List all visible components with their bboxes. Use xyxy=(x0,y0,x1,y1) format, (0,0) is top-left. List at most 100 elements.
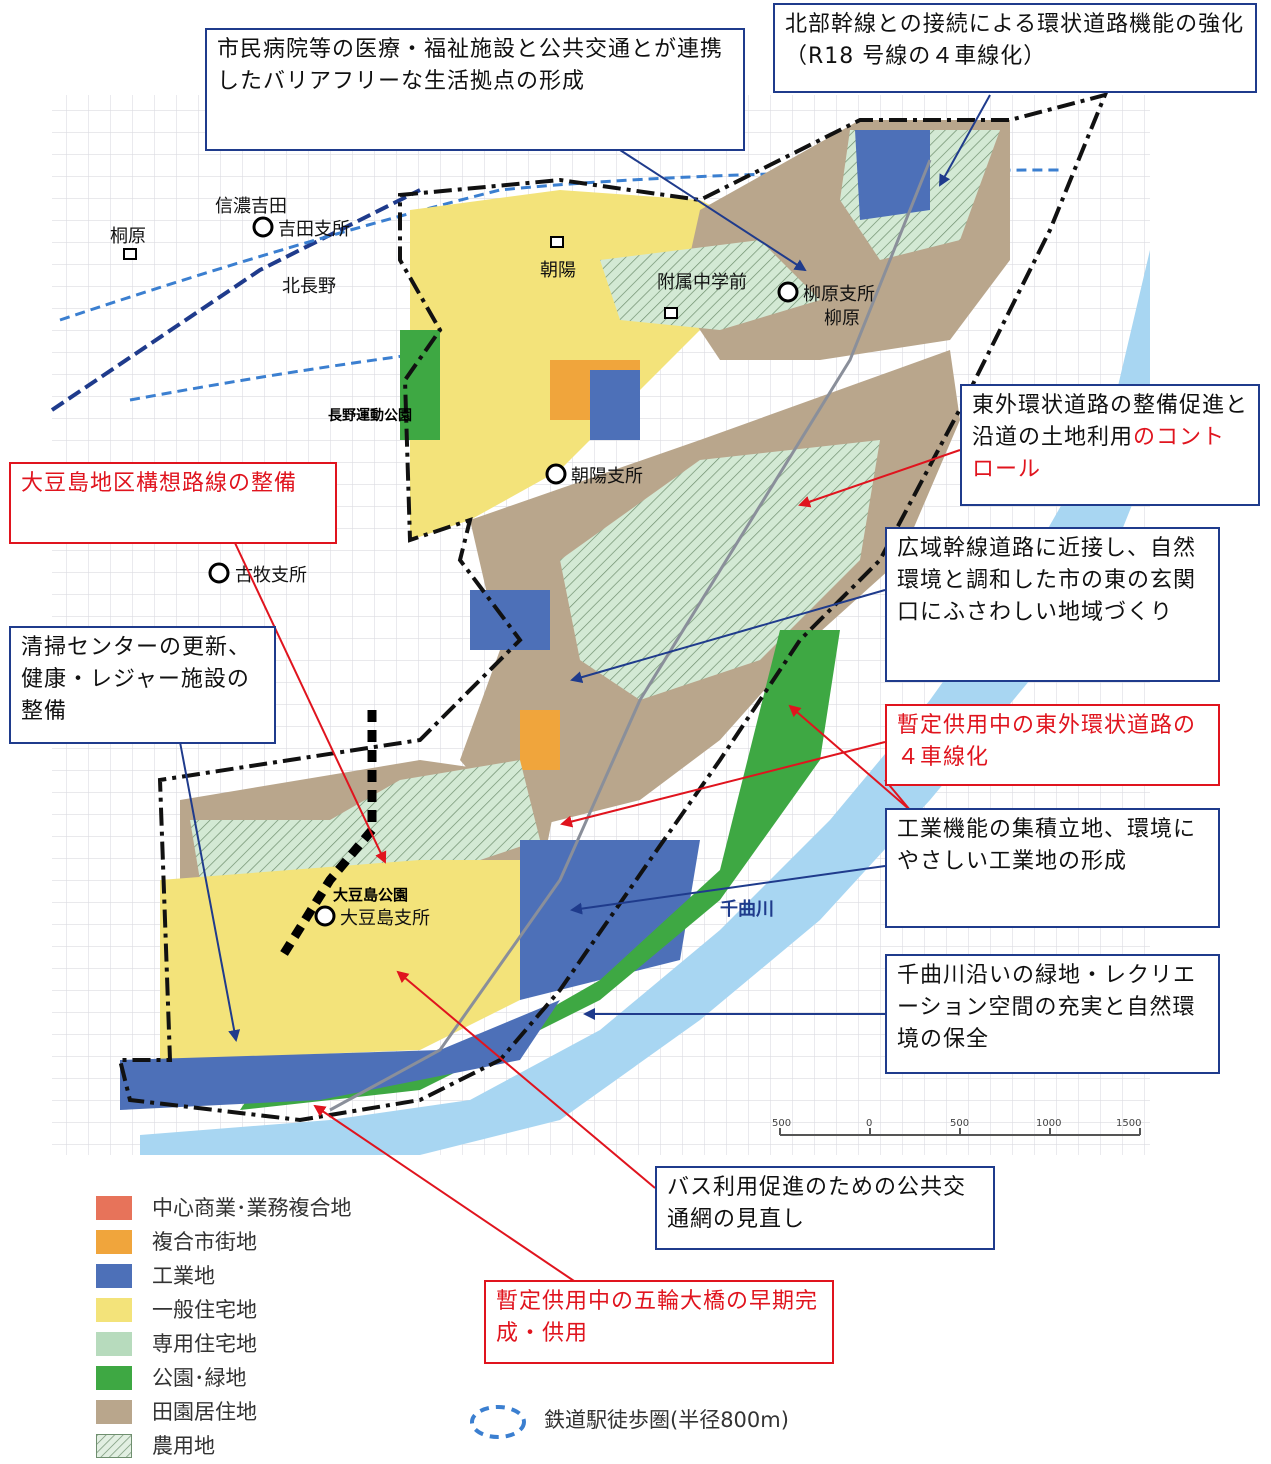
callout-gorin-bridge: 暫定供用中の五輪大橋の早期完成・供用 xyxy=(484,1280,834,1364)
district-farm-mid xyxy=(600,240,820,330)
leader-north xyxy=(939,94,991,187)
legend-label: 鉄道駅徒歩圏(半径800m) xyxy=(544,1408,789,1432)
legend-label: 工業地 xyxy=(152,1264,215,1288)
callout-text: 東外環状道路の整備促進と沿道の土地利用 xyxy=(972,393,1249,450)
legend-item: 工業地 xyxy=(96,1260,456,1294)
callout-east-ring-road: 東外環状道路の整備促進と沿道の土地利用のコントロール xyxy=(960,384,1260,506)
district-industrial-mid xyxy=(590,370,640,440)
legend-item: 田園居住地 xyxy=(96,1396,456,1430)
leader-industry xyxy=(570,865,886,915)
svg-text:1000: 1000 xyxy=(1036,1118,1061,1129)
legend-swatch-hatch xyxy=(96,1434,132,1458)
district-industrial-north xyxy=(855,130,930,220)
legend-label: 中心商業･業務複合地 xyxy=(152,1196,352,1220)
leader-wide xyxy=(570,589,886,684)
district-green-river xyxy=(240,630,840,1110)
leader-bus xyxy=(396,970,656,1189)
legend-label: 専用住宅地 xyxy=(152,1332,257,1356)
callout-industry: 工業機能の集積立地、環境にやさしい工業地の形成 xyxy=(885,808,1220,928)
planned-route xyxy=(276,710,377,963)
legend-swatch xyxy=(96,1264,132,1288)
leader-oomameshima xyxy=(234,542,387,864)
walk-circle-2 xyxy=(129,328,641,402)
district-mixed-south xyxy=(520,710,560,770)
label-chikuma-river: 千曲川 xyxy=(720,899,774,920)
station-marker xyxy=(123,248,137,260)
leader-lines xyxy=(179,94,991,1286)
legend-item: 中心商業･業務複合地 xyxy=(96,1192,456,1226)
label-oomameshima-branch: 大豆島支所 xyxy=(340,908,430,929)
svg-text:500: 500 xyxy=(950,1118,969,1129)
callout-text: 清掃センターの更新、健康・レジャー施設の整備 xyxy=(21,635,252,724)
leader-temporary-2 xyxy=(788,704,911,811)
legend-label: 田園居住地 xyxy=(152,1400,257,1424)
label-asahi: 朝陽 xyxy=(540,260,576,281)
callout-cleaning-center: 清掃センターの更新、健康・レジャー施設の整備 xyxy=(9,626,276,744)
label-yanagihara-branch: 柳原支所 xyxy=(803,284,875,305)
legend-swatch xyxy=(96,1298,132,1322)
district-industrial-west xyxy=(470,590,550,650)
legend: 中心商業･業務複合地 複合市街地 工業地 一般住宅地 専用住宅地 公園･緑地 田… xyxy=(96,1192,456,1464)
label-oomameshima-park: 大豆島公園 xyxy=(333,886,408,904)
legend-swatch xyxy=(96,1366,132,1390)
callout-text: バス利用促進のための公共交通網の見直し xyxy=(667,1175,967,1232)
label-kirihara: 桐原 xyxy=(110,226,146,247)
legend-walk-circle: 鉄道駅徒歩圏(半径800m) xyxy=(466,1400,926,1444)
legend-swatch xyxy=(96,1196,132,1220)
legend-swatch xyxy=(96,1332,132,1356)
legend-item: 公園･緑地 xyxy=(96,1362,456,1396)
leader-temporary-1 xyxy=(560,741,886,828)
legend-swatch xyxy=(96,1400,132,1424)
label-asahi-branch: 朝陽支所 xyxy=(571,466,643,487)
legend-label: 農用地 xyxy=(152,1434,215,1458)
label-shinano-yoshida: 信濃吉田 xyxy=(215,196,287,217)
callout-wide-area: 広域幹線道路に近接し、自然環境と調和した市の東の玄関口にふさわしい地域づくり xyxy=(885,527,1220,682)
label-fuzoku: 附属中学前 xyxy=(657,272,747,293)
callout-temporary-ring: 暫定供用中の東外環状道路の４車線化 xyxy=(885,704,1220,786)
leader-cleaning xyxy=(179,741,241,1042)
legend-swatch xyxy=(96,1230,132,1254)
label-yoshida-branch: 吉田支所 xyxy=(278,219,350,240)
svg-text:500: 500 xyxy=(772,1118,791,1129)
branch-office-marker xyxy=(314,905,336,927)
svg-text:1500: 1500 xyxy=(1116,1118,1141,1129)
walk-circle-1 xyxy=(59,168,1061,322)
legend-item: 一般住宅地 xyxy=(96,1294,456,1328)
legend-label: 公園･緑地 xyxy=(152,1366,247,1390)
callout-oomameshima-route: 大豆島地区構想路線の整備 xyxy=(9,462,337,544)
callout-text: 大豆島地区構想路線の整備 xyxy=(21,471,298,496)
legend-item: 複合市街地 xyxy=(96,1226,456,1260)
callout-bus: バス利用促進のための公共交通網の見直し xyxy=(655,1166,995,1250)
legend-item: 専用住宅地 xyxy=(96,1328,456,1362)
east-ring-road xyxy=(329,159,932,1112)
svg-text:0: 0 xyxy=(866,1118,872,1129)
callout-text: 工業機能の集積立地、環境にやさしい工業地の形成 xyxy=(897,817,1197,874)
district-residential-south xyxy=(160,860,560,1060)
label-kita-nagano: 北長野 xyxy=(282,276,336,297)
leader-hospital xyxy=(619,149,807,272)
district-park-north xyxy=(400,330,440,440)
callout-north-trunk: 北部幹線との接続による環状道路機能の強化（R18 号線の４車線化） xyxy=(773,3,1257,93)
station-marker xyxy=(664,307,678,319)
rail-line xyxy=(50,188,421,412)
branch-office-marker xyxy=(252,216,274,238)
callout-chikuma-green: 千曲川沿いの緑地・レクリエーション空間の充実と自然環境の保全 xyxy=(885,954,1220,1074)
branch-office-marker xyxy=(208,562,230,584)
leader-gorin xyxy=(313,1104,581,1286)
label-park: 長野運動公園 xyxy=(328,407,412,424)
callout-text: 市民病院等の医療・福祉施設と公共交通とが連携したバリアフリーな生活拠点の形成 xyxy=(217,37,724,94)
label-yanagihara: 柳原 xyxy=(824,308,860,329)
station-marker xyxy=(550,236,564,248)
callout-text: 北部幹線との接続による環状道路機能の強化（R18 号線の４車線化） xyxy=(785,12,1245,69)
callout-text: 暫定供用中の東外環状道路の４車線化 xyxy=(897,713,1197,770)
district-industrial-south xyxy=(520,840,700,1000)
branch-office-marker xyxy=(777,281,799,303)
scale-bar: 500 0 500 1000 1500 xyxy=(772,1118,1141,1136)
leader-east-ring xyxy=(798,449,961,508)
callout-text: 暫定供用中の五輪大橋の早期完成・供用 xyxy=(496,1289,819,1346)
callout-text: 広域幹線道路に近接し、自然環境と調和した市の東の玄関口にふさわしい地域づくり xyxy=(897,536,1197,625)
district-industrial-river xyxy=(120,1000,560,1110)
dashed-circle-icon xyxy=(470,1405,526,1439)
legend-label: 複合市街地 xyxy=(152,1230,257,1254)
callout-text-red: のコントロール xyxy=(972,424,1226,482)
